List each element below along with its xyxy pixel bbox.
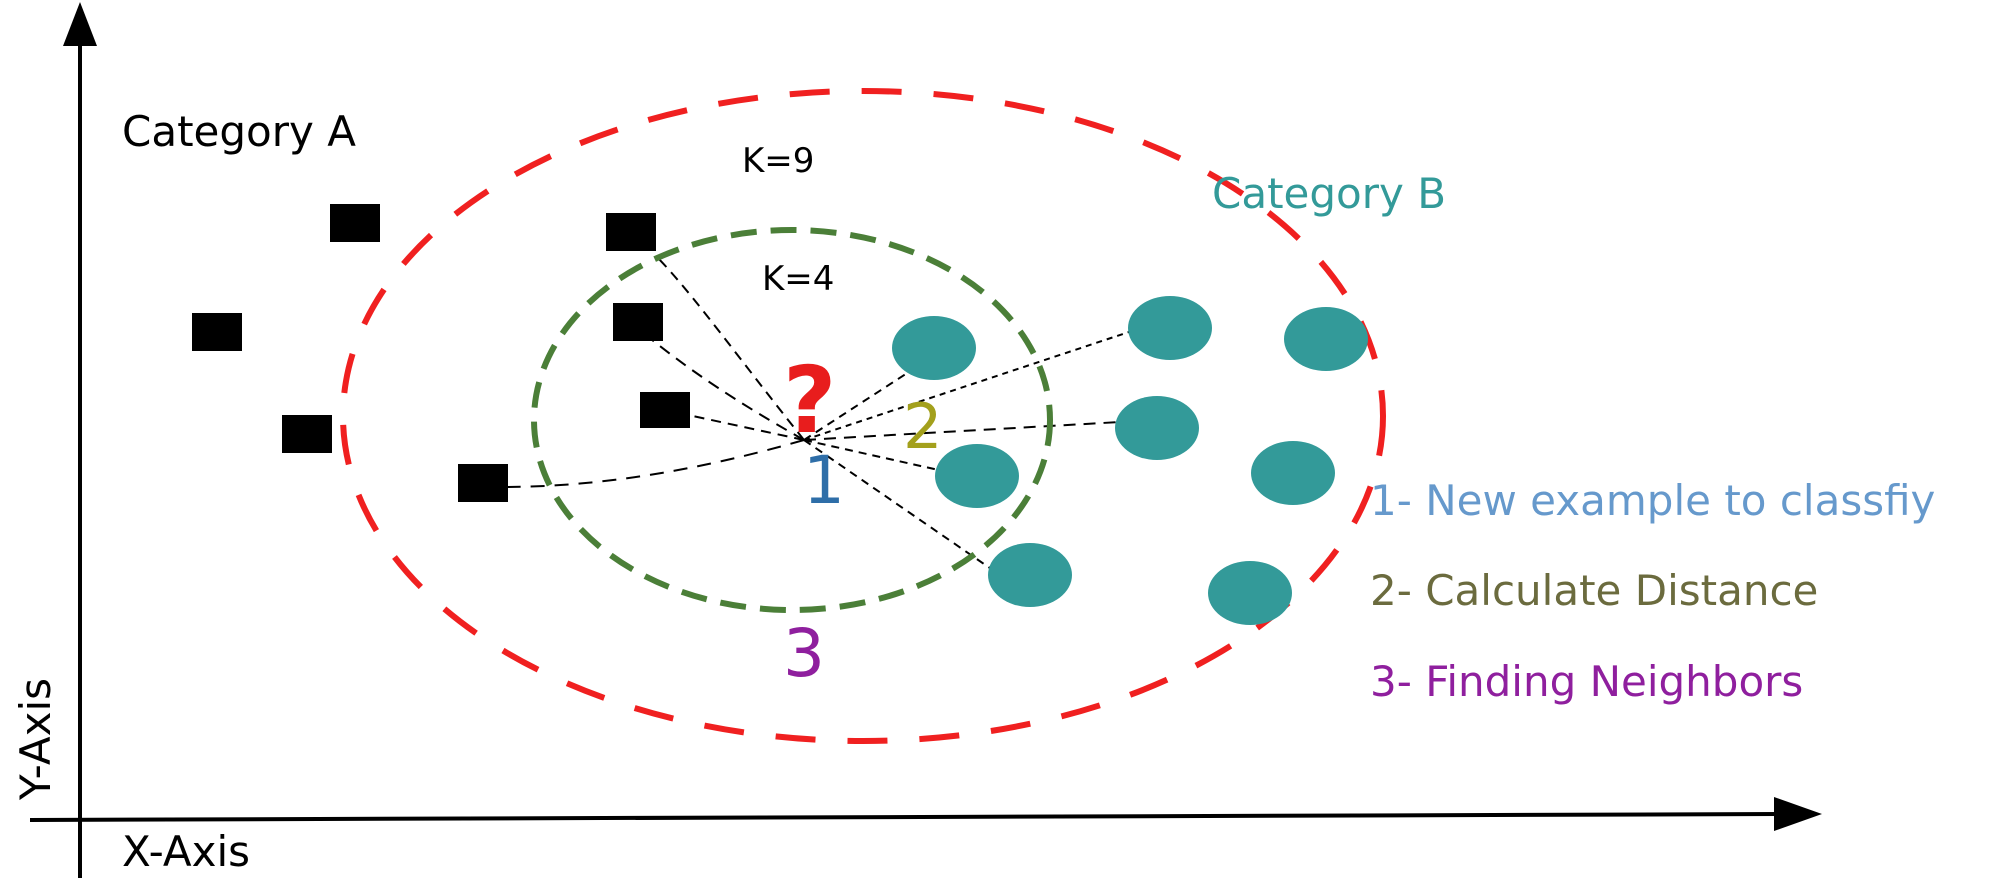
y-axis-arrowhead: [63, 2, 97, 46]
category-b-label: Category B: [1212, 169, 1446, 218]
category-a-point: [282, 415, 332, 453]
distance-line: [654, 254, 805, 441]
category-b-point: [988, 543, 1072, 607]
category-a-point: [192, 313, 242, 351]
category-a-label: Category A: [122, 107, 356, 156]
steps-legend: 1- New example to classfiy 2- Calculate …: [1370, 476, 1935, 706]
y-axis-label: Y-Axis: [11, 678, 60, 801]
k4-label: K=4: [762, 259, 834, 299]
legend-step-2: 2- Calculate Distance: [1370, 566, 1818, 615]
k9-outer-circle: [340, 88, 1386, 744]
query-question-mark-icon: ?: [783, 347, 836, 454]
legend-step-3: 3- Finding Neighbors: [1370, 657, 1803, 706]
distance-line: [803, 324, 1151, 441]
category-b-point: [1251, 441, 1335, 505]
category-b-point: [1284, 307, 1368, 371]
axes: X-Axis Y-Axis: [11, 2, 1822, 878]
k9-label: K=9: [742, 141, 814, 181]
category-a-point: [606, 213, 656, 251]
category-a-point: [640, 392, 690, 428]
category-a-points: [192, 204, 690, 502]
step-marker-2: 2: [903, 390, 942, 463]
distance-line: [664, 409, 805, 441]
step-marker-1: 1: [803, 442, 845, 519]
k4-inner-circle: [531, 227, 1053, 613]
category-b-point: [892, 316, 976, 380]
x-axis-label: X-Axis: [122, 827, 250, 876]
category-b-point: [1208, 561, 1292, 625]
legend-step-1: 1- New example to classfiy: [1370, 476, 1935, 525]
distance-line: [803, 439, 1001, 576]
category-b-point: [1128, 296, 1212, 360]
distance-line: [639, 329, 805, 441]
x-axis-line: [29, 812, 1791, 822]
category-b-point: [935, 444, 1019, 508]
distance-line: [501, 439, 805, 488]
category-a-point: [330, 204, 380, 242]
category-b-point: [1115, 396, 1199, 460]
x-axis-arrowhead: [1774, 797, 1822, 831]
distance-line: [803, 421, 1121, 441]
category-b-points: [892, 296, 1368, 625]
step-marker-3: 3: [783, 615, 825, 692]
category-a-point: [613, 303, 663, 341]
category-a-point: [458, 464, 508, 502]
